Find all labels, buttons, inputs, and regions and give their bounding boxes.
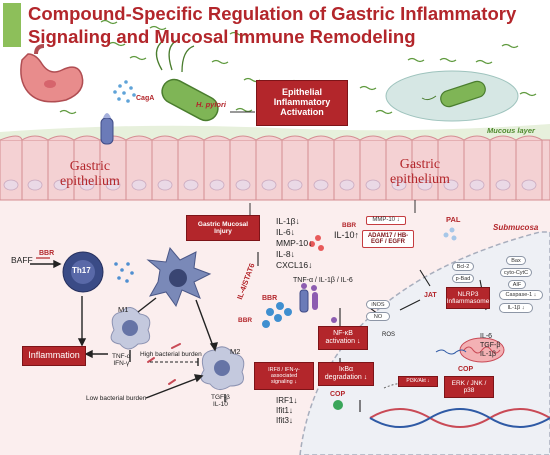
cytokine-item: TGF-β [480, 342, 501, 349]
baff-label: BAFF [11, 255, 33, 265]
low-burden-label: Low bacterial burden [86, 395, 147, 402]
title-accent-bar [3, 3, 21, 47]
epithelial-cells [0, 135, 550, 201]
bcl2-pill: Bcl-2 [452, 262, 474, 271]
erk-jnk-box: ERK / JNK / p38 [444, 376, 494, 398]
h-pylori-bacterium-icon [155, 39, 219, 122]
gene-item: Ifit3↓ [276, 416, 293, 425]
signal-dot-icon [331, 317, 337, 323]
right-cytokine-list: IL-6 TGF-β IL-1β [480, 332, 500, 359]
epithelium-left-label: Gastric epithelium [60, 159, 120, 189]
irf-gene-list: IRF1↓ Ifit1↓ Ifit3↓ [276, 396, 297, 426]
tgf-il10-label: TGF-β IL-10 [211, 394, 230, 408]
burden-bacteria-icons [147, 343, 181, 385]
pi3k-box: PI3K/Akt ↓ [398, 376, 438, 387]
submucosa-label: Submucosa [493, 223, 539, 232]
nfkb-box: NF-κB activation ↓ [318, 326, 368, 350]
left-arrows [30, 259, 226, 402]
title-line-1: Compound-Specific Regulation of Gastric … [28, 3, 517, 24]
tnf-il1-il6-label: TNF-α / IL-1β / IL-6 [293, 277, 353, 284]
ikba-box: IκBα degradation ↓ [318, 362, 374, 386]
m1-macrophage-icon [110, 307, 151, 350]
title-line-2: Signaling and Mucosal Immune Remodeling [28, 26, 416, 47]
cytokine-list-left: IL-1β↓ IL-6↓ MMP-10↓ IL-8↓ CXCL16↓ [276, 216, 312, 271]
h-pylori-label: H. pylori [196, 100, 227, 109]
m2-label: M2 [230, 347, 241, 356]
cytokine-item: IL-1β [480, 351, 497, 358]
inos-pill: iNOS [366, 300, 390, 309]
nlrp3-box: NLRP3 Inflammasome [446, 287, 490, 309]
epithelial-activation-box: Epithelial Inflammatory Activation [256, 80, 348, 126]
macrophage-icon [146, 246, 212, 308]
cytokine-item: IL-6↓ [276, 227, 295, 237]
epithelium-right-label: Gastric epithelium [390, 157, 450, 187]
high-burden-label: High bacterial burden [140, 351, 202, 358]
caga-receptor-icon [100, 113, 114, 145]
cop-label-left: COP [330, 391, 346, 398]
m1-label: M1 [118, 305, 129, 314]
th17-cell-icon [62, 251, 104, 293]
tnf-receptor-icon [299, 283, 318, 313]
no-pill: NO [366, 312, 390, 321]
pal-molecules-icon [443, 227, 457, 241]
caga-particles [113, 80, 136, 103]
aif-pill: AIF [508, 280, 526, 289]
caga-label: CagA [136, 95, 155, 102]
gene-item: IRF1↓ [276, 396, 298, 405]
bbr-label-baff: BBR [39, 250, 55, 257]
ros-label: ROS [382, 332, 396, 338]
bbr-molecules-top [309, 235, 324, 251]
bbr-label-lower: BBR [262, 295, 278, 302]
mrna-icon [435, 349, 467, 355]
mucosal-injury-box: Gastric Mucosal Injury [186, 215, 260, 241]
bbr-label-il4: BBR [238, 317, 253, 324]
infected-cell-icon [385, 70, 519, 122]
il1b-pill: IL-1β ↓ [499, 303, 533, 313]
th17-cytokine-dots [114, 262, 134, 283]
cytokine-item: MMP-10↓ [276, 238, 313, 248]
tnf-ifn-label: TNF-α IFN-γ [112, 353, 131, 367]
epithelial-signal-arrows [230, 111, 416, 215]
cytokine-item: IL-8↓ [276, 249, 295, 259]
mmp10-box: MMP-10 ↓ [366, 216, 406, 225]
bbr-label-il10: BBR [342, 222, 357, 229]
cop-label-right: COP [458, 366, 474, 373]
mitochondria-icon [459, 337, 505, 363]
cop-droplet-icon [333, 400, 343, 410]
adam17-box: ADAM17 / HB- EGF / EGFR [362, 230, 414, 248]
cytokine-item: IL-6 [480, 333, 493, 340]
gene-item: Ifit1↓ [276, 406, 293, 415]
caspase1-pill: Caspase-1 ↓ [499, 290, 543, 300]
mucous-layer-label: Mucous layer [487, 126, 535, 135]
inflammation-box: Inflammation [22, 346, 86, 366]
jat-label: JAT [424, 292, 437, 299]
dna-helix-icon [369, 408, 550, 428]
scattered-bacteria [59, 19, 537, 115]
cytokine-item: IL-1β↓ [276, 216, 300, 226]
m2-macrophage-icon [200, 346, 245, 390]
stomach-icon [20, 44, 84, 103]
irf8-box: IRF8 / IFN-γ- associated signaling ↓ [254, 362, 314, 390]
il10-up-label: IL-10↑ [334, 230, 360, 240]
bax-pill: Bax [506, 256, 526, 265]
th17-label: Th17 [72, 266, 91, 275]
pbad-pill: p-Bad [452, 274, 474, 283]
pal-label: PAL [446, 215, 461, 224]
bbr-molecules-lower [262, 302, 292, 328]
cytokine-item: CXCL16↓ [276, 260, 313, 270]
cytoc-pill: cyto-CytC [500, 268, 532, 277]
